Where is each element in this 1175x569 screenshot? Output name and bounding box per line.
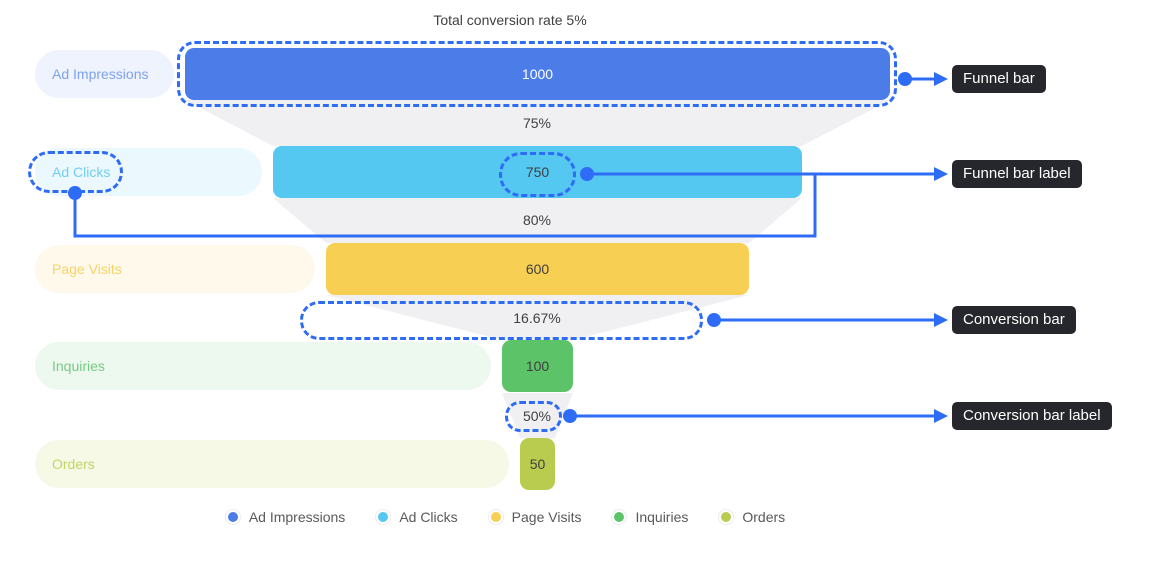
legend-label: Ad Impressions [248, 509, 346, 525]
row-background-pill [35, 245, 315, 293]
stage-label-ad-impressions: Ad Impressions [52, 66, 149, 82]
funnel-bar-ad-impressions[interactable]: 1000 [185, 48, 890, 100]
funnel-bar-orders[interactable]: 50 [520, 438, 555, 490]
legend-item-orders[interactable]: Orders [718, 509, 785, 525]
conversion-rate-2: 80% [522, 212, 552, 228]
legend-label: Ad Clicks [399, 509, 458, 525]
selection-outline-conversion-label [505, 401, 562, 432]
chart-legend: Ad Impressions Ad Clicks Page Visits Inq… [0, 509, 1010, 525]
funnel-row-ad-impressions: Ad Impressions 1000 [0, 48, 1175, 100]
callout-funnel-bar-label: Funnel bar label [952, 160, 1082, 188]
trapezoid-3 [326, 295, 749, 340]
stage-label-orders: Orders [52, 456, 95, 472]
selection-outline-funnel-bar [177, 41, 897, 107]
legend-item-page-visits[interactable]: Page Visits [487, 509, 582, 525]
legend-marker-ring [718, 509, 735, 525]
row-background-pill [35, 50, 174, 98]
callout-conversion-bar-label: Conversion bar label [952, 402, 1112, 430]
legend-marker-icon [227, 512, 238, 522]
legend-marker-ring [224, 509, 241, 525]
legend-marker-icon [614, 512, 625, 522]
funnel-bar-page-visits[interactable]: 600 [326, 243, 749, 295]
legend-label: Page Visits [511, 509, 582, 525]
legend-marker-icon [378, 512, 389, 522]
legend-marker-ring [487, 509, 504, 525]
conversion-rate-3: 16.67% [513, 310, 561, 326]
legend-label: Orders [742, 509, 786, 525]
legend-item-ad-clicks[interactable]: Ad Clicks [375, 509, 458, 525]
stage-label-page-visits: Page Visits [52, 261, 122, 277]
selection-outline-stage-label [28, 151, 123, 193]
legend-marker-ring [611, 509, 628, 525]
selection-outline-conversion-bar [300, 301, 703, 340]
legend-label: Inquiries [635, 509, 689, 525]
callout-conversion-bar: Conversion bar [952, 306, 1076, 334]
row-background-pill [35, 440, 509, 488]
legend-marker-icon [490, 512, 501, 522]
funnel-row-inquiries: Inquiries 100 [0, 340, 1175, 392]
funnel-row-page-visits: Page Visits 600 [0, 243, 1175, 295]
legend-marker-icon [721, 512, 732, 522]
callout-funnel-bar: Funnel bar [952, 65, 1046, 93]
trapezoid-1 [185, 100, 890, 146]
chart-title: Total conversion rate 5% [433, 12, 587, 28]
legend-item-ad-impressions[interactable]: Ad Impressions [224, 509, 346, 525]
selection-outline-bar-value-label [499, 152, 576, 197]
funnel-row-orders: Orders 50 [0, 438, 1175, 490]
conversion-rate-4: 50% [522, 408, 552, 424]
row-background-pill [35, 342, 491, 390]
funnel-bar-inquiries[interactable]: 100 [502, 340, 573, 392]
legend-marker-ring [375, 509, 392, 525]
legend-item-inquiries[interactable]: Inquiries [611, 509, 688, 525]
conversion-rate-1: 75% [522, 115, 552, 131]
stage-label-inquiries: Inquiries [52, 358, 105, 374]
